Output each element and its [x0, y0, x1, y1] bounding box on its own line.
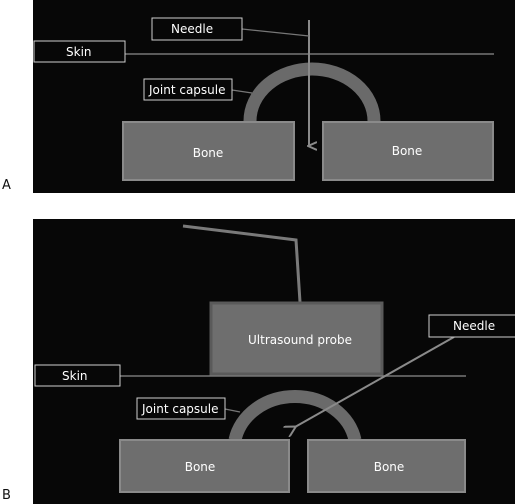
joint-capsule-leader-a — [231, 89, 253, 94]
bone-right-label-a: Bone — [392, 144, 423, 158]
needle-b — [295, 336, 455, 427]
needle-label-b: Needle — [453, 319, 495, 333]
panel-b-letter: B — [2, 488, 11, 503]
joint-capsule-arc-a — [243, 62, 381, 122]
joint-capsule-arc-b — [228, 390, 362, 442]
ultrasound-probe-b: Ultrasound probe — [209, 301, 384, 376]
joint-capsule-label-a: Joint capsule — [148, 83, 225, 97]
bone-left-b: Bone — [119, 439, 290, 493]
bone-left-label-a: Bone — [193, 146, 224, 160]
bone-left-a: Bone — [122, 121, 295, 181]
probe-cable-b — [182, 224, 302, 303]
skin-tag-b: Skin — [34, 364, 121, 387]
joint-capsule-tag-b: Joint capsule — [136, 397, 226, 420]
needle-leader-a — [241, 28, 310, 37]
joint-capsule-leader-b — [224, 408, 241, 413]
needle-tag-b: Needle — [428, 314, 515, 338]
joint-capsule-label-b: Joint capsule — [141, 402, 218, 416]
skin-label-b: Skin — [62, 369, 88, 383]
bone-right-a: Bone — [322, 121, 494, 181]
joint-capsule-tag-a: Joint capsule — [143, 78, 233, 101]
needle-tag-a: Needle — [151, 17, 243, 41]
skin-label-a: Skin — [66, 45, 92, 59]
panel-a-letter: A — [2, 178, 11, 193]
needle-label-a: Needle — [171, 22, 213, 36]
bone-left-label-b: Bone — [185, 460, 216, 474]
probe-label-b: Ultrasound probe — [248, 333, 352, 347]
skin-tag-a: Skin — [33, 40, 126, 63]
bone-right-b: Bone — [307, 439, 466, 493]
bone-right-label-b: Bone — [374, 460, 405, 474]
